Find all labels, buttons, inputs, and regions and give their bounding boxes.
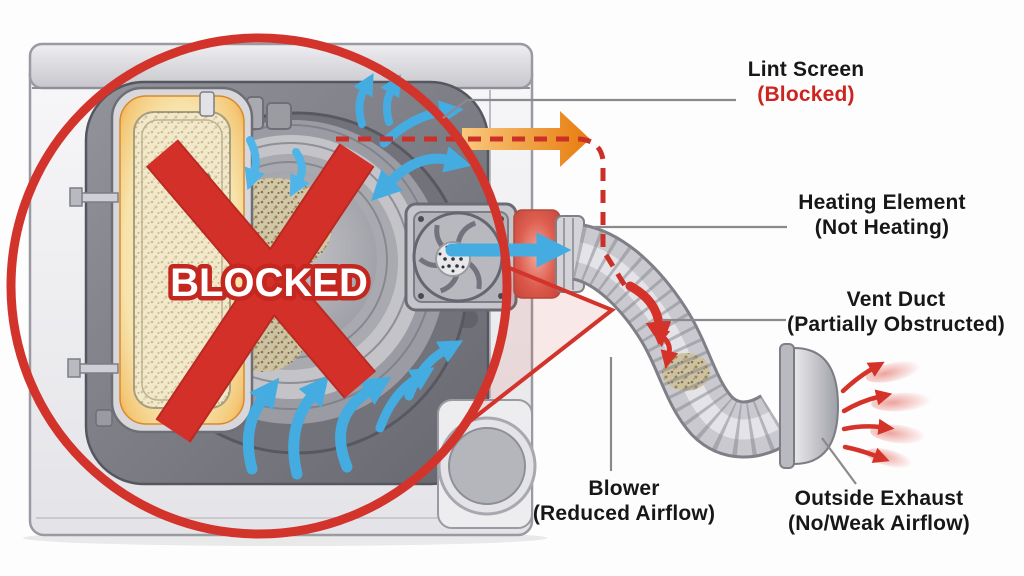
lint-screen-callout-line xyxy=(442,98,736,119)
airflow-arrow-icon xyxy=(242,377,280,475)
exhaust-arrow-icon xyxy=(841,418,895,435)
weak-exhaust-arrows xyxy=(840,361,931,468)
airflow-arrow-icon xyxy=(288,375,329,480)
vent-duct-label: Vent Duct (Partially Obstructed) xyxy=(771,287,1021,337)
airflow-arrow-icon xyxy=(335,376,392,473)
service-panel xyxy=(437,399,537,529)
outside-exhaust-status: (No/Weak Airflow) xyxy=(788,512,970,535)
exhaust-arrow-icon xyxy=(841,389,893,414)
airflow-arrow-icon xyxy=(380,74,401,126)
restricted-flow-arrow-icon xyxy=(625,281,672,348)
blower-fan-icon xyxy=(412,211,504,303)
outside-exhaust-callout-line xyxy=(821,437,857,485)
blower-label: Blower (Reduced Airflow) xyxy=(514,476,734,526)
airflow-arrow-icon xyxy=(370,146,472,202)
outside-exhaust xyxy=(779,343,840,469)
blocked-stamp: BLOCKED xyxy=(170,261,368,305)
lint-screen-label: Lint Screen (Blocked) xyxy=(696,57,916,107)
blower-title: Blower xyxy=(588,477,660,500)
outside-exhaust-label: Outside Exhaust (No/Weak Airflow) xyxy=(769,486,989,536)
airflow-arrow-icon xyxy=(404,340,464,401)
airflow-arrow-icon xyxy=(244,136,265,191)
lint-screen-title: Lint Screen xyxy=(747,58,865,81)
vent-duct xyxy=(570,223,792,459)
airflow-arrow-icon xyxy=(289,148,310,198)
vent-duct-title: Vent Duct xyxy=(846,288,946,311)
blower xyxy=(404,202,518,312)
heat-flow-arrow-icon xyxy=(462,111,590,167)
heating-element-status: (Not Heating) xyxy=(814,216,950,239)
x-mark-icon xyxy=(146,139,376,443)
outside-exhaust-title: Outside Exhaust xyxy=(794,487,964,510)
lint-screen-status: (Blocked) xyxy=(757,83,855,106)
callout-lines xyxy=(442,98,857,485)
blower-status: (Reduced Airflow) xyxy=(532,502,716,525)
exhaust-arrow-icon xyxy=(842,444,890,464)
airflow-arrow-icon xyxy=(353,73,374,128)
heating-element-label: Heating Element (Not Heating) xyxy=(772,190,992,240)
heating-element-title: Heating Element xyxy=(798,191,966,214)
vent-duct-status: (Partially Obstructed) xyxy=(787,313,1005,336)
restricted-gap-arrow-icon xyxy=(650,326,679,369)
exhaust-arrow-icon xyxy=(840,361,885,394)
callout-wedge xyxy=(463,265,616,427)
red-circle-highlight xyxy=(6,33,512,539)
